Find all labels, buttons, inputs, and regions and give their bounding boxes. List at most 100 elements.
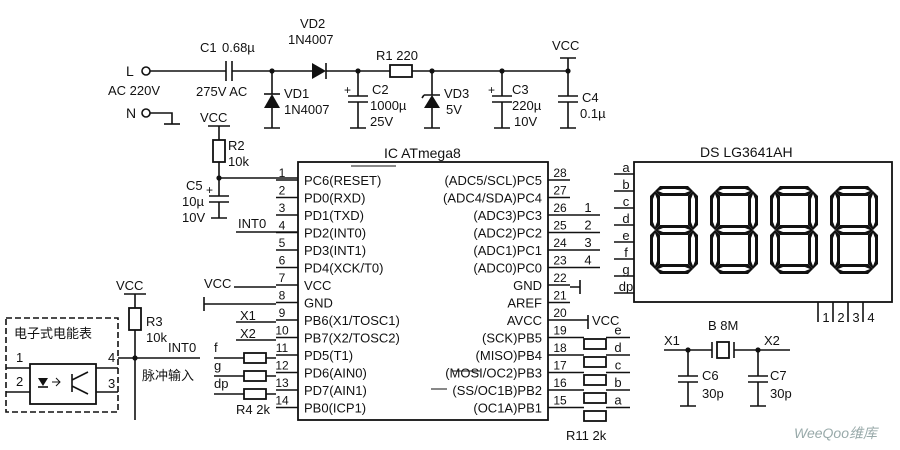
display-segment-hollow xyxy=(811,233,815,266)
ic-pin-label: AVCC xyxy=(507,313,542,328)
ic-pin-label: GND xyxy=(304,296,333,311)
display-segment-hollow xyxy=(653,233,657,266)
segment-pin-label: g xyxy=(622,262,629,277)
seven-segment-digit xyxy=(710,186,758,274)
ic-pin-label: (OC1A)PB1 xyxy=(473,401,542,416)
digit-pin-label: 3 xyxy=(852,310,859,325)
display-segment-hollow xyxy=(773,194,777,227)
display-segment-hollow xyxy=(691,233,695,266)
c4-value: 0.1µ xyxy=(580,106,606,121)
display-segment-hollow xyxy=(653,194,657,227)
r3-resistor-icon xyxy=(128,307,142,331)
display-segment-hollow xyxy=(833,233,837,266)
crystal-icon xyxy=(716,341,730,359)
reset-vcc-wire xyxy=(208,125,230,140)
meter-pin1: 1 xyxy=(16,350,23,365)
vd3-name: VD3 xyxy=(444,86,469,101)
display-segment-hollow xyxy=(751,194,755,227)
vd1-diode-icon xyxy=(264,94,280,108)
segment-net-label: c xyxy=(615,358,622,373)
int0-label: INT0 xyxy=(238,216,266,231)
segment-net-label: a xyxy=(614,393,622,408)
crystal-x1-label: X1 xyxy=(664,333,680,348)
c1-rating: 275V AC xyxy=(196,84,247,99)
ic-pin-label: PD4(XCK/T0) xyxy=(304,261,383,276)
ic-pin-number: 9 xyxy=(279,306,286,320)
vd3-zener-icon xyxy=(424,95,440,108)
meter-vcc-label: VCC xyxy=(116,278,143,293)
ic-pin-number: 14 xyxy=(275,394,289,408)
ic-pin-number: 5 xyxy=(279,236,286,250)
segment-pin-label: dp xyxy=(619,279,633,294)
l-terminal-label: L xyxy=(126,63,134,79)
ic-left-nets: VCC X1 X2 f g dp R4 2k xyxy=(203,276,276,417)
n-terminal-label: N xyxy=(126,105,136,121)
ic-pin-label: (MISO)PB4 xyxy=(476,348,542,363)
display-segment-hollow xyxy=(658,228,690,232)
vd1-ground-icon xyxy=(264,108,280,129)
ic-pin-number: 28 xyxy=(553,166,567,180)
c2-plus: + xyxy=(344,83,351,97)
ic-pin-number: 20 xyxy=(553,306,567,320)
r2-value: 10k xyxy=(228,154,249,169)
led-icon xyxy=(38,378,48,386)
r2-resistor-icon xyxy=(212,139,226,163)
c7-capacitor-icon xyxy=(748,350,768,407)
display-segment-hollow xyxy=(773,233,777,266)
ic-pin-label: PB7(X2/TOSC2) xyxy=(304,331,400,346)
crystal-section: X1 X2 B 8M C6 30p C7 30p xyxy=(664,318,792,407)
meter-int0-label: INT0 xyxy=(168,340,196,355)
display-segment-hollow xyxy=(713,194,717,227)
ic-pin-number: 26 xyxy=(553,201,567,215)
seven-segment-digit xyxy=(650,186,698,274)
net-g-label: g xyxy=(214,358,221,373)
gnd-pin8-wire xyxy=(203,297,276,311)
crystal-label: B 8M xyxy=(708,318,738,333)
ic-right-nets: R11 2k xyxy=(566,280,607,443)
meter-title: 电子式电能表 xyxy=(14,327,92,342)
c5-plus: + xyxy=(206,183,213,197)
ic-pin-number: 22 xyxy=(553,271,567,285)
segment-net-label: b xyxy=(614,375,621,390)
ic-pin-label: PD2(INT0) xyxy=(304,226,366,241)
ic-pin-label: PB6(X1/TOSC1) xyxy=(304,313,400,328)
c1-name: C1 xyxy=(200,40,217,55)
ic-pin-label: PD7(AIN1) xyxy=(304,383,367,398)
r4-wires xyxy=(214,357,276,395)
display-segment-hollow xyxy=(718,189,750,193)
vd3-ground-icon xyxy=(424,108,440,129)
ic-pin-number: 4 xyxy=(279,219,286,233)
vd1-part: 1N4007 xyxy=(284,102,330,117)
display-segment-hollow xyxy=(691,194,695,227)
reset-vcc-label: VCC xyxy=(200,110,227,125)
r3-name: R3 xyxy=(146,314,163,329)
ic-pin-label: (SCK)PB5 xyxy=(482,331,542,346)
crystal-plates xyxy=(711,342,735,358)
digit-net-label: 1 xyxy=(584,200,591,215)
ic-pin-label: (ADC4/SDA)PC4 xyxy=(443,191,542,206)
l-terminal-icon xyxy=(141,66,151,76)
energy-meter-section: VCC R3 10k INT0 脉冲输入 电子式电能表 1 2 3 4 xyxy=(5,278,200,420)
ic-pin-number: 27 xyxy=(553,184,567,198)
ic-pin-label: (ADC2)PC2 xyxy=(473,226,542,241)
pulse-input-label: 脉冲输入 xyxy=(142,368,194,384)
c1-capacitor-icon xyxy=(225,61,233,81)
segment-pin-label: e xyxy=(622,228,629,243)
ic-pin-number: 8 xyxy=(279,289,286,303)
r3-value: 10k xyxy=(146,330,167,345)
display-segment-hollow xyxy=(778,228,810,232)
r1-label: R1 220 xyxy=(376,48,418,63)
c7-value: 30p xyxy=(770,386,792,401)
optocoupler-leads xyxy=(6,367,118,393)
vd2-diode-icon xyxy=(312,63,326,79)
watermark: WeeQoo维库 xyxy=(794,425,879,441)
meter-pin2: 2 xyxy=(16,374,23,389)
ic-pin-label: (ADC3)PC3 xyxy=(473,208,542,223)
c4-name: C4 xyxy=(582,90,599,105)
c2-capacitor-icon xyxy=(348,71,368,129)
c5-name: C5 xyxy=(186,178,203,193)
c5-capacitor-icon xyxy=(209,178,229,219)
c3-plus: + xyxy=(488,83,495,97)
ic-pin-number: 15 xyxy=(553,394,567,408)
